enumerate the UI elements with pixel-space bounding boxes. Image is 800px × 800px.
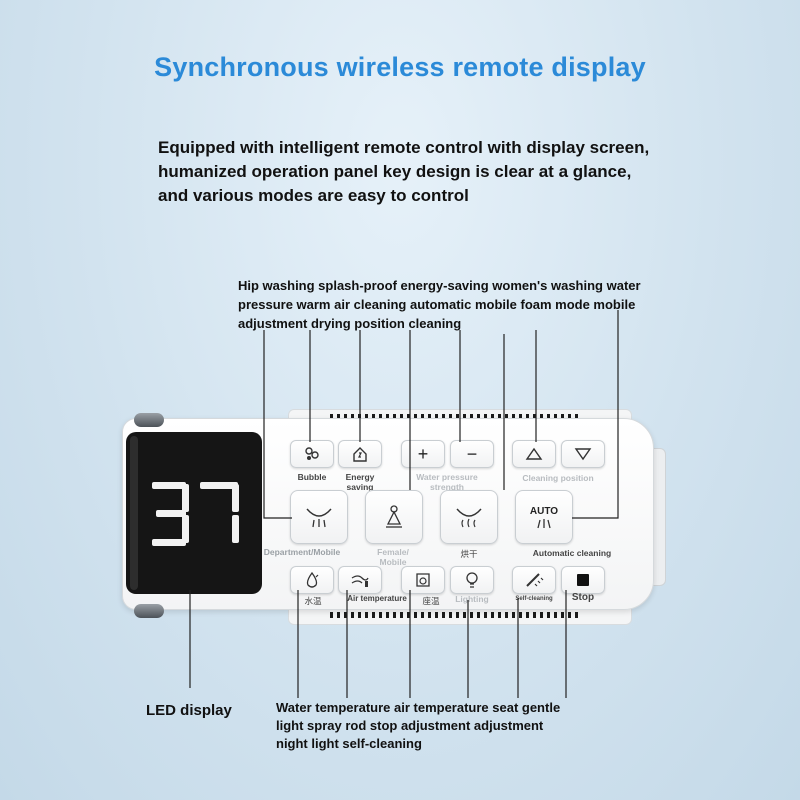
dry-button[interactable]: [440, 490, 498, 544]
display-value: 37: [146, 480, 148, 481]
position-down-button[interactable]: [561, 440, 605, 468]
up-arrow-icon: [525, 447, 543, 460]
department-label: Department/Mobile: [263, 547, 341, 557]
stop-label: Stop: [571, 592, 595, 603]
bubble-button[interactable]: [290, 440, 334, 468]
female-wash-icon: [386, 505, 402, 528]
top-vent: [330, 414, 580, 420]
seat-temp-button[interactable]: [401, 566, 445, 594]
lighting-button[interactable]: [450, 566, 494, 594]
bottom-description: Water temperature air temperature seat g…: [276, 700, 561, 751]
pressure-plus-button[interactable]: +: [401, 440, 445, 468]
page-title: Synchronous wireless remote display: [154, 52, 646, 82]
air-icon: [351, 575, 369, 587]
spray-icon: [537, 518, 551, 528]
self-cleaning-label: Self-cleaning: [515, 596, 553, 602]
hip-wash-icon: [306, 508, 332, 528]
energy-saving-button[interactable]: [338, 440, 382, 468]
stop-button[interactable]: [561, 566, 605, 594]
air-temp-label: Air temperature: [347, 594, 407, 603]
down-arrow-icon: [574, 448, 592, 461]
bottom-vent: [330, 612, 580, 618]
cleaning-position-label: Cleaning position: [522, 473, 594, 483]
female-wash-button[interactable]: [365, 490, 423, 544]
air-temp-button[interactable]: [338, 566, 382, 594]
bottom-hinge: [134, 604, 164, 618]
seat-temp-label: 座温: [422, 596, 440, 606]
led-screen: [126, 432, 262, 594]
self-cleaning-button[interactable]: [512, 566, 556, 594]
top-description: Hip washing splash-proof energy-saving w…: [238, 278, 641, 331]
female-label: Female/ Mobile: [377, 547, 409, 567]
energy-saving-icon: [353, 447, 367, 462]
water-pressure-label: Water pressure strength: [416, 472, 478, 492]
led-digits: 37: [146, 480, 239, 546]
dry-icon: [456, 508, 482, 528]
lighting-label: Lighting: [455, 594, 489, 604]
position-up-button[interactable]: [512, 440, 556, 468]
light-bulb-icon: [466, 572, 478, 588]
auto-label: AUTO: [529, 505, 559, 517]
bubble-icon: [305, 447, 319, 460]
energy-saving-label: Energy saving: [345, 472, 375, 492]
water-temp-label: 水温: [304, 596, 322, 606]
bubble-label: Bubble: [297, 472, 327, 482]
hip-wash-button[interactable]: [290, 490, 348, 544]
seat-icon: [416, 573, 430, 587]
top-hinge: [134, 413, 164, 427]
led-display-label: LED display: [146, 702, 232, 719]
spray-rod-icon: [526, 573, 544, 587]
subtitle: Equipped with intelligent remote control…: [158, 138, 650, 205]
dry-label: 烘干: [460, 549, 478, 559]
stop-icon: [577, 574, 589, 586]
water-drop-icon: [306, 571, 319, 588]
water-temp-button[interactable]: [290, 566, 334, 594]
pressure-minus-button[interactable]: −: [450, 440, 494, 468]
auto-button[interactable]: AUTO: [515, 490, 573, 544]
automatic-cleaning-label: Automatic cleaning: [532, 548, 612, 558]
